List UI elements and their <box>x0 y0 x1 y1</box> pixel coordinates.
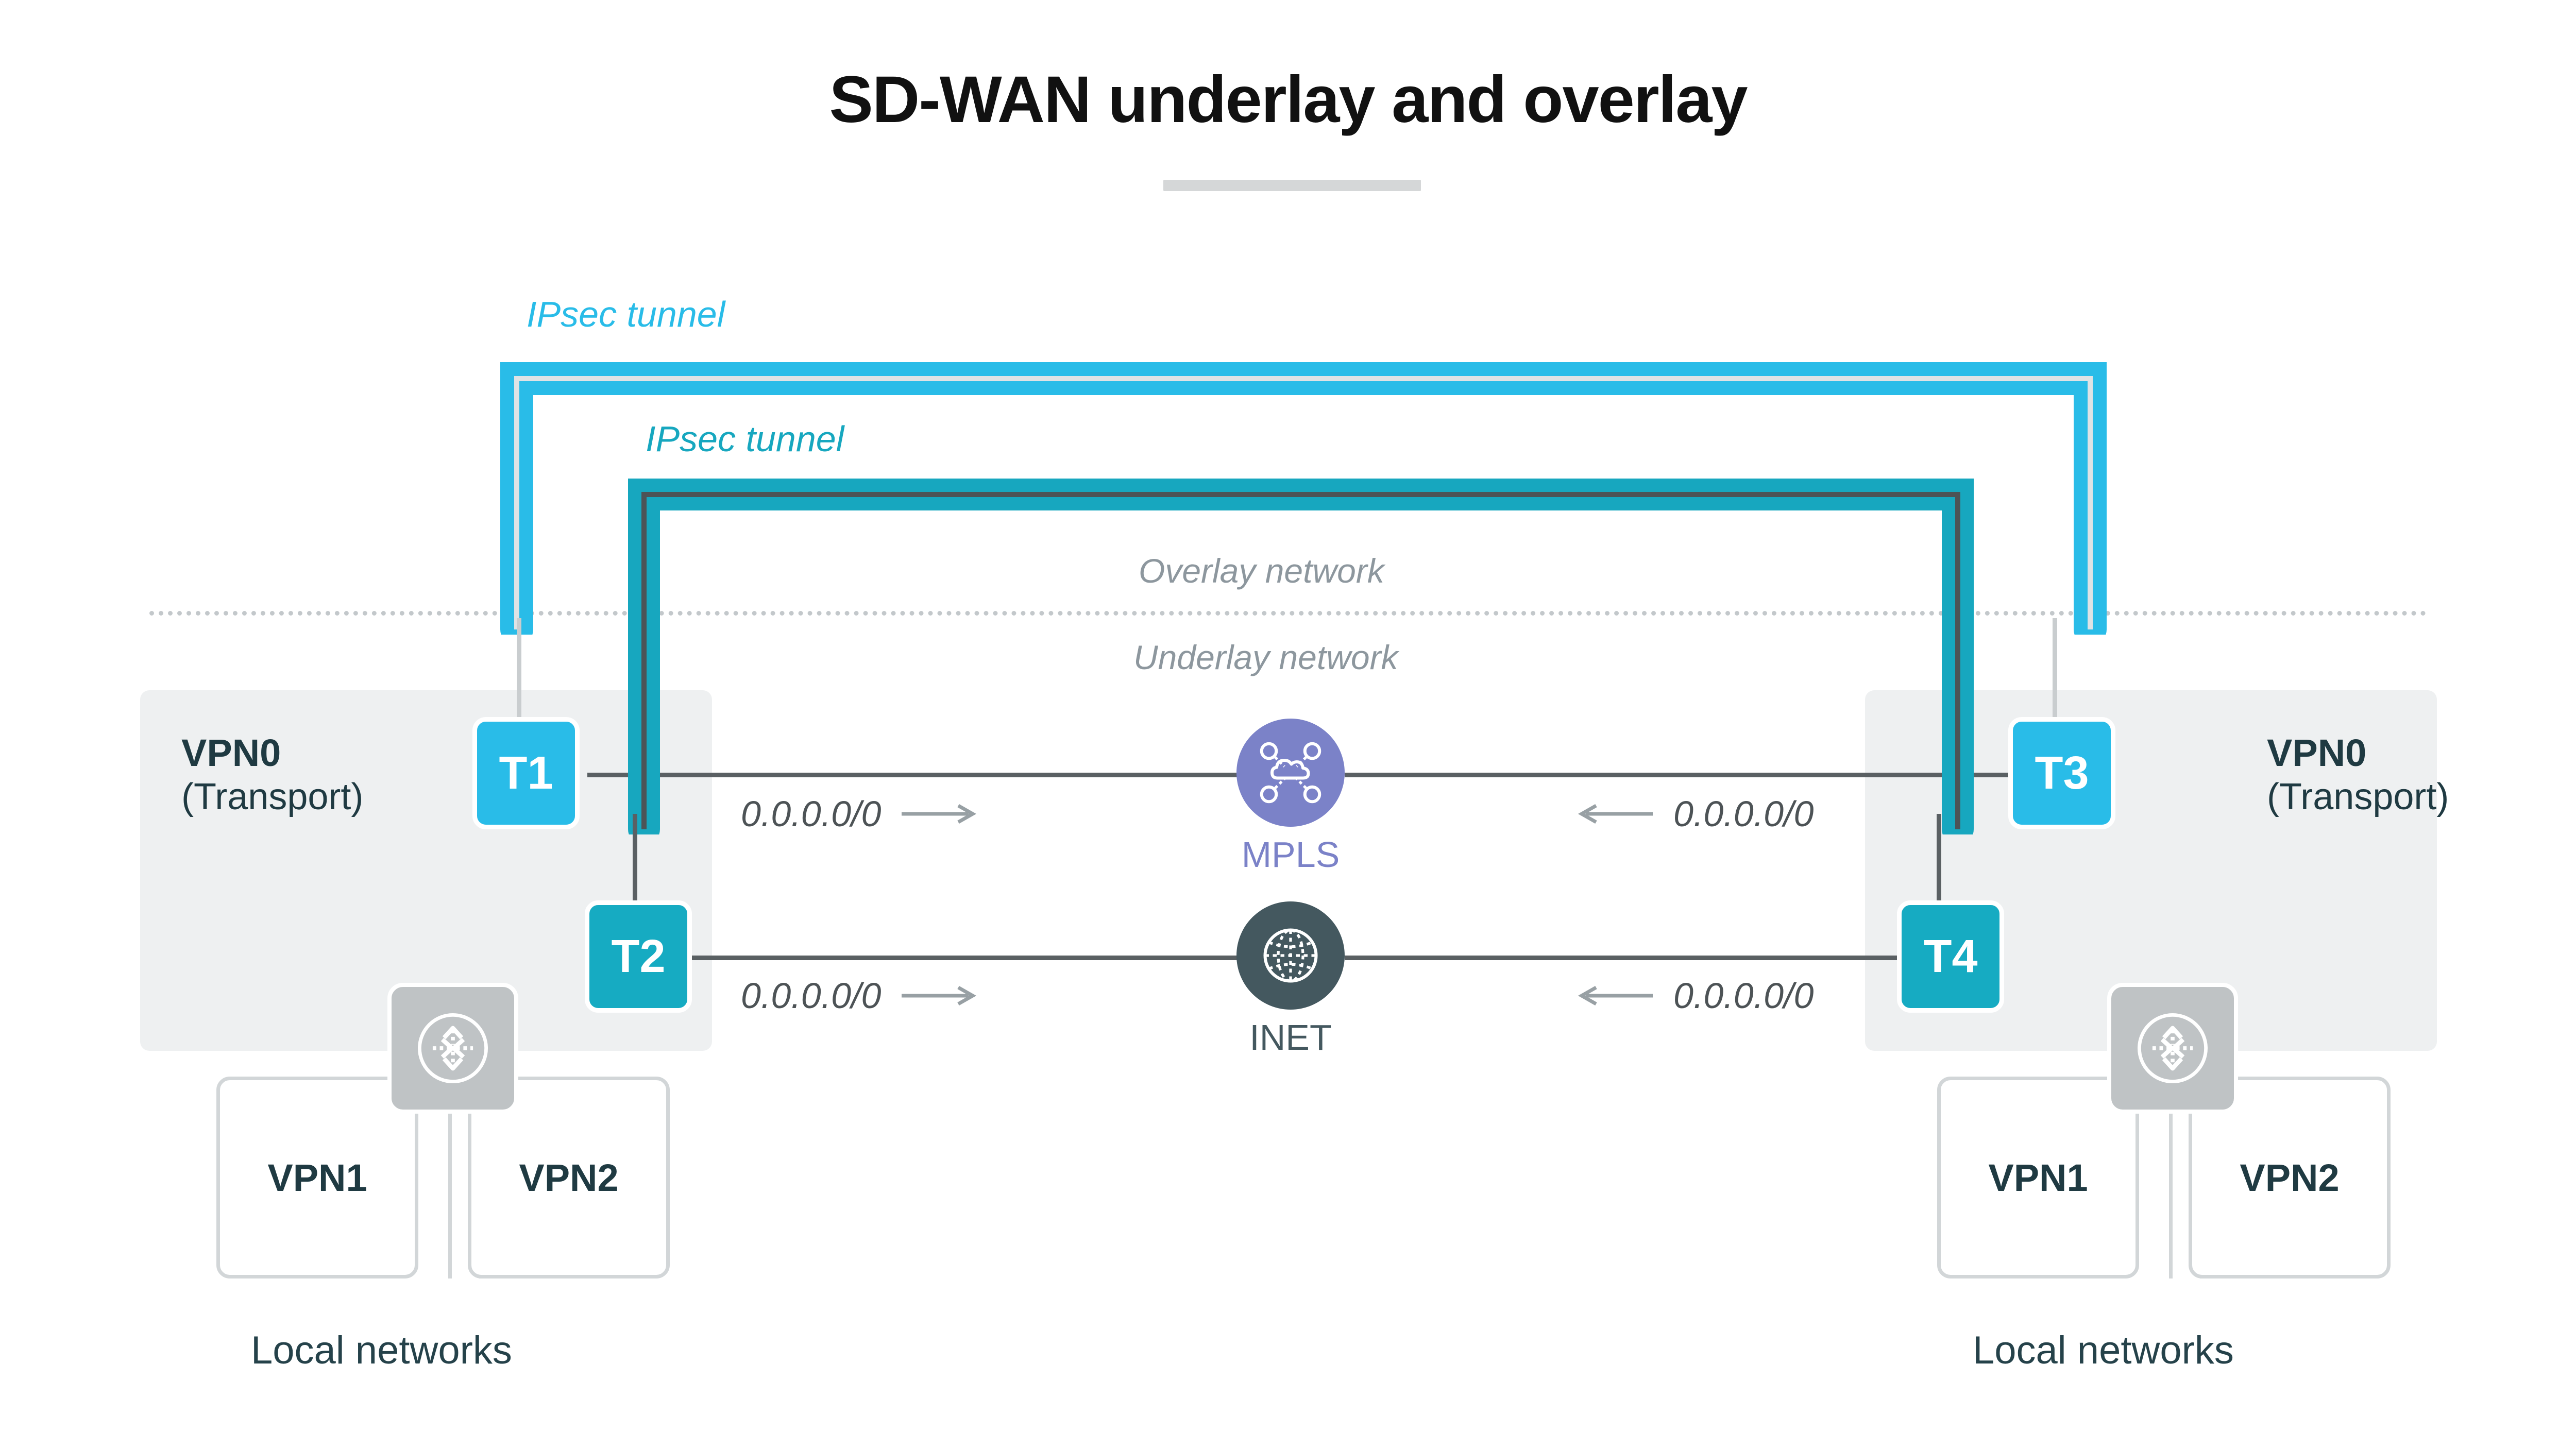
transport-node-t4[interactable]: T4 <box>1897 900 2004 1013</box>
route-label-inet-left: 0.0.0.0/0 <box>741 975 978 1016</box>
vpn0-subtitle: (Transport) <box>2267 776 2449 818</box>
arrow-right-icon <box>902 804 977 824</box>
t2-label: T2 <box>611 930 666 982</box>
lan-stem <box>2169 1077 2173 1278</box>
transport-node-inet[interactable]: INET <box>1236 901 1345 1058</box>
local-networks-caption-left: Local networks <box>251 1328 512 1372</box>
inet-label: INET <box>1249 1017 1332 1058</box>
transport-node-t1[interactable]: T1 <box>472 717 580 829</box>
lan-box-label: VPN2 <box>519 1156 619 1199</box>
local-networks-caption-right: Local networks <box>1973 1328 2234 1372</box>
mpls-cloud-icon <box>1236 719 1345 827</box>
vpn0-caption-right: VPN0 (Transport) <box>2267 730 2449 819</box>
arrow-left-icon <box>1578 985 1653 1006</box>
tunnel-stub-t1 <box>517 618 521 719</box>
tunnel-stub-t3 <box>2053 618 2057 719</box>
transport-node-mpls[interactable]: MPLS <box>1236 719 1345 875</box>
router-icon[interactable] <box>2107 983 2238 1114</box>
lan-stem <box>448 1077 452 1278</box>
lan-box-vpn1[interactable]: VPN1 <box>216 1077 418 1278</box>
mpls-label: MPLS <box>1241 834 1340 875</box>
lan-box-label: VPN1 <box>1988 1156 2088 1199</box>
arrow-right-icon <box>902 985 977 1006</box>
t3-label: T3 <box>2035 747 2089 799</box>
overlay-network-label: Overlay network <box>1139 552 1384 590</box>
link-t1-mpls <box>587 773 1242 777</box>
underlay-network-label: Underlay network <box>1133 638 1398 676</box>
arrow-left-icon <box>1578 804 1653 824</box>
vpn0-title: VPN0 <box>2267 731 2367 774</box>
ipsec-tunnel-outer[interactable] <box>484 346 2123 635</box>
route-label-inet-right: 0.0.0.0/0 <box>1577 975 1814 1016</box>
t1-label: T1 <box>499 747 553 799</box>
transport-node-t3[interactable]: T3 <box>2008 717 2115 829</box>
link-mpls-t3 <box>1345 773 2020 777</box>
ipsec-tunnel-inner-label: IPsec tunnel <box>646 419 844 459</box>
t4-label: T4 <box>1923 930 1978 982</box>
route-prefix: 0.0.0.0/0 <box>1673 794 1814 834</box>
globe-icon <box>1236 901 1345 1010</box>
route-prefix: 0.0.0.0/0 <box>741 976 882 1016</box>
route-label-mpls-left: 0.0.0.0/0 <box>741 793 978 834</box>
link-t2-inet <box>675 956 1242 960</box>
ipsec-tunnel-inner[interactable] <box>623 474 1978 834</box>
tunnel-stub-t2 <box>633 814 637 904</box>
lan-box-label: VPN1 <box>267 1156 367 1199</box>
route-prefix: 0.0.0.0/0 <box>741 794 882 834</box>
vpn0-caption-left: VPN0 (Transport) <box>181 730 363 819</box>
title-divider <box>1163 180 1421 191</box>
route-prefix: 0.0.0.0/0 <box>1673 976 1814 1016</box>
lan-box-vpn1[interactable]: VPN1 <box>1937 1077 2139 1278</box>
tunnel-stub-t4 <box>1937 814 1941 904</box>
page-title: SD-WAN underlay and overlay <box>829 63 1748 137</box>
vpn0-title: VPN0 <box>181 731 281 774</box>
transport-node-t2[interactable]: T2 <box>585 900 692 1013</box>
router-icon[interactable] <box>387 983 518 1114</box>
route-label-mpls-right: 0.0.0.0/0 <box>1577 793 1814 834</box>
vpn0-subtitle: (Transport) <box>181 776 364 818</box>
overlay-underlay-divider <box>149 611 2427 616</box>
ipsec-tunnel-outer-label: IPsec tunnel <box>527 294 725 334</box>
link-inet-t4 <box>1345 956 1909 960</box>
lan-box-label: VPN2 <box>2240 1156 2340 1199</box>
